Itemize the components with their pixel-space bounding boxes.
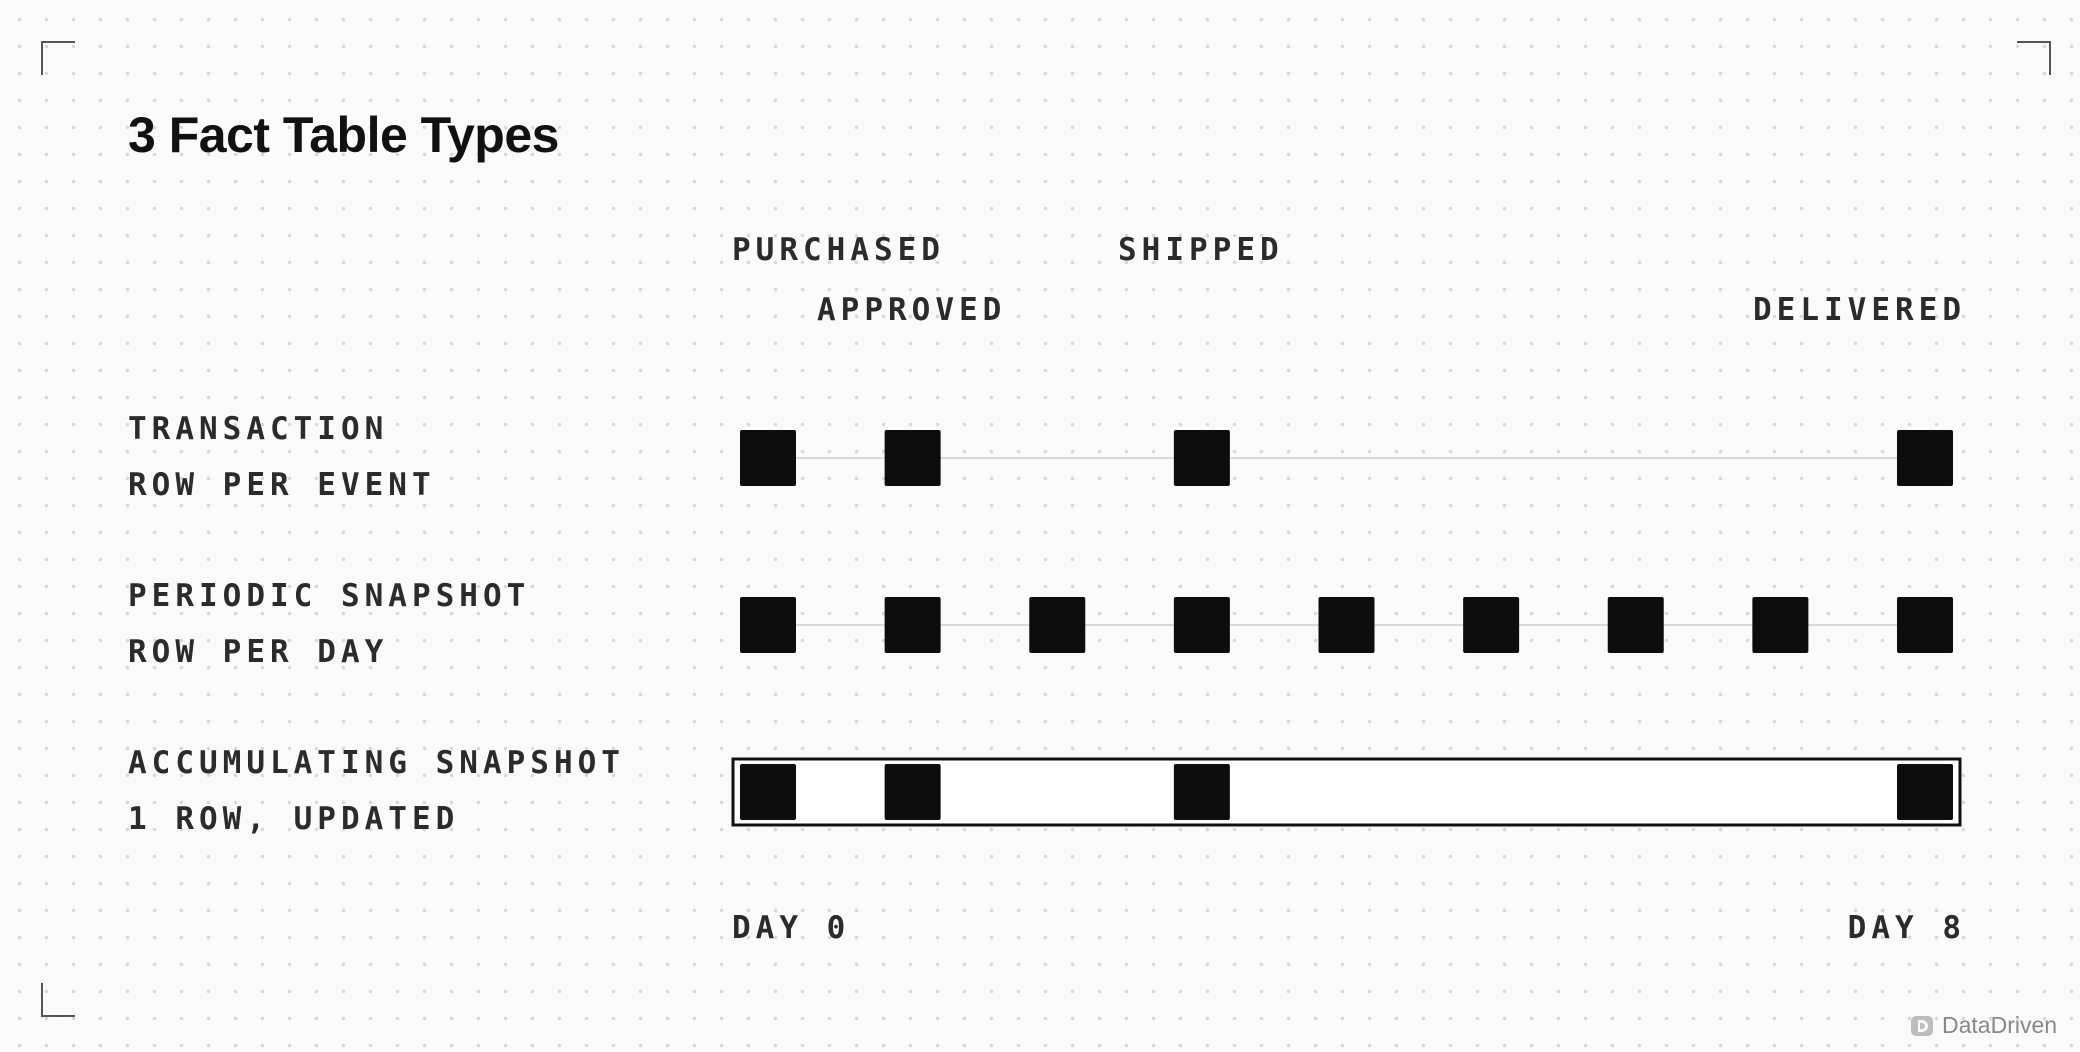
frame-corner-bottom-left [41,983,75,1017]
event-marker [1897,764,1953,820]
row-desc-transaction: ROW PER EVENT [128,467,436,503]
event-marker [884,430,941,486]
event-marker [1607,597,1664,653]
event-marker [884,764,941,820]
series-transaction [740,430,1953,486]
row-name-periodic-snapshot: PERIODIC SNAPSHOT [128,578,531,614]
event-marker [1752,597,1809,653]
event-marker [884,597,941,653]
event-marker [740,430,796,486]
event-label-delivered: DELIVERED [1753,292,1966,328]
event-marker [740,597,796,653]
row-name-accumulating-snapshot: ACCUMULATING SNAPSHOT [128,745,625,781]
series-accumulating-snapshot [731,757,1962,827]
row-desc-periodic-snapshot: ROW PER DAY [128,634,389,670]
event-marker [1173,430,1230,486]
brand-logo: DataDriven [1910,1012,2057,1039]
event-label-shipped: SHIPPED [1118,232,1284,268]
event-label-purchased: PURCHASED [732,232,945,268]
event-marker [1173,597,1230,653]
event-marker [1463,597,1520,653]
event-marker [740,764,796,820]
event-label-approved: APPROVED [817,292,1007,328]
axis-start-label: DAY 0 [732,910,851,946]
series-periodic-snapshot [740,597,1953,653]
event-marker [1318,597,1375,653]
row-name-transaction: TRANSACTION [128,411,389,447]
frame-corner-top-left [41,41,75,75]
axis-end-label: DAY 8 [1847,910,1966,946]
event-marker [1173,764,1230,820]
datadriven-logo-icon [1911,1015,1933,1036]
event-marker [1897,430,1953,486]
diagram-title: 3 Fact Table Types [128,107,559,163]
frame-corner-top-right [2017,41,2051,75]
row-desc-accumulating-snapshot: 1 ROW, UPDATED [128,801,460,837]
event-marker [1029,597,1086,653]
event-marker [1897,597,1953,653]
brand-name: DataDriven [1942,1012,2058,1038]
